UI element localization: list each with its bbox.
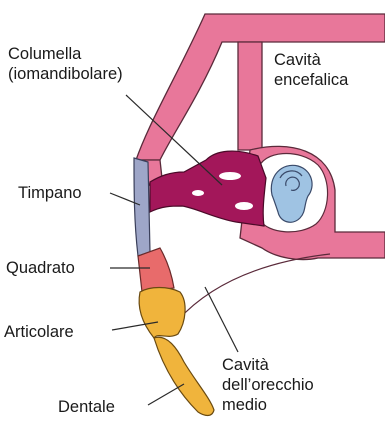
leader-orecchio-medio xyxy=(205,287,238,352)
columella-hole-3 xyxy=(192,190,204,196)
label-cavita-encefalica-line1: Cavità xyxy=(274,50,348,70)
tympanum-membrane xyxy=(134,158,150,256)
columella-bone xyxy=(150,151,266,226)
label-columella-line1: Columella xyxy=(8,44,123,64)
quadrate-bone xyxy=(138,248,174,292)
label-orecchio-line1: Cavità xyxy=(222,355,314,375)
label-columella-line2: (iomandibolare) xyxy=(8,64,123,84)
dentary-bone xyxy=(154,337,214,415)
label-cavita-orecchio-medio: Cavità dell’orecchio medio xyxy=(222,355,314,415)
label-timpano: Timpano xyxy=(18,183,82,203)
label-dentale: Dentale xyxy=(58,397,115,417)
label-cavita-encefalica: Cavità encefalica xyxy=(274,50,348,90)
skull-inner-wall xyxy=(238,42,262,150)
columella-hole-1 xyxy=(219,172,241,180)
middle-ear-cavity-outline xyxy=(178,254,330,320)
columella-hole-2 xyxy=(235,202,253,210)
label-orecchio-line3: medio xyxy=(222,395,314,415)
label-orecchio-line2: dell’orecchio xyxy=(222,375,314,395)
label-cavita-encefalica-line2: encefalica xyxy=(274,70,348,90)
label-columella: Columella (iomandibolare) xyxy=(8,44,123,84)
leader-dentale xyxy=(148,384,184,405)
articular-bone xyxy=(139,288,185,339)
label-articolare: Articolare xyxy=(4,322,74,342)
label-quadrato: Quadrato xyxy=(6,258,75,278)
